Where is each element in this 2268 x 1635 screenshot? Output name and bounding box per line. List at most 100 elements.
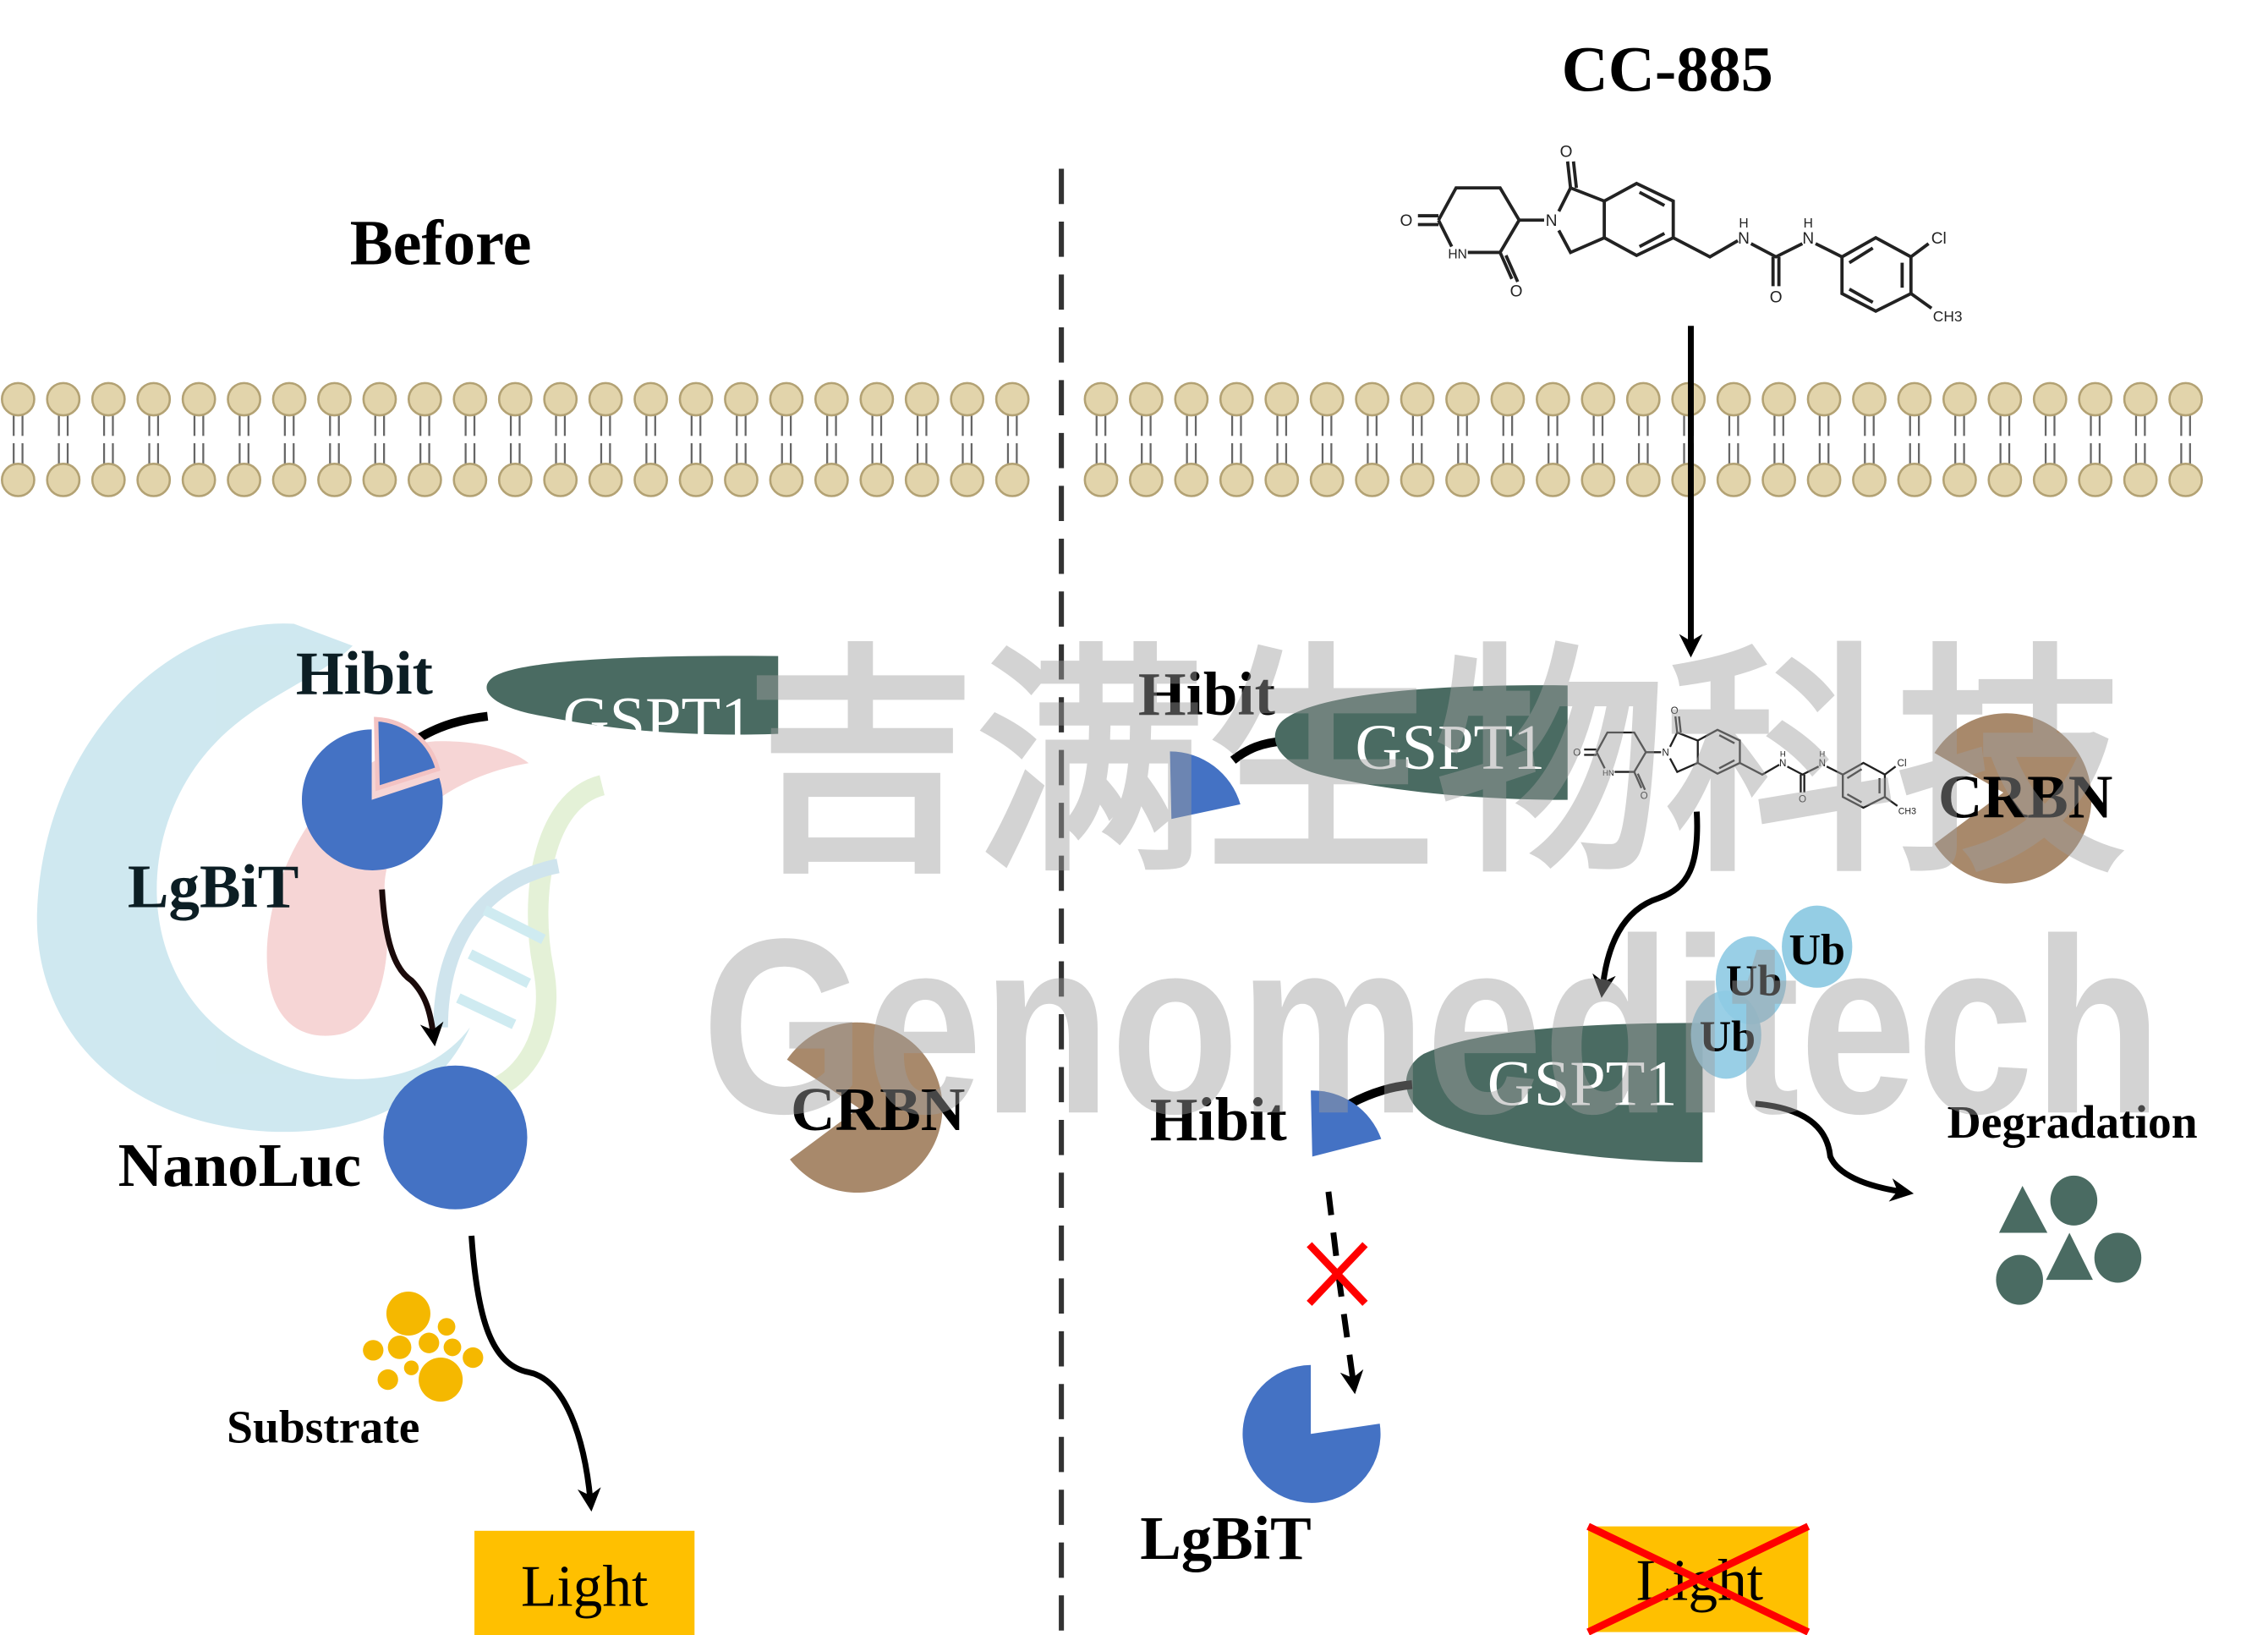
cell-membrane xyxy=(1,381,2203,497)
atom-label: N xyxy=(1546,212,1558,230)
activation-arrow xyxy=(379,889,444,1047)
watermark-text: 吉满生物科技 Genomeditech xyxy=(702,629,2162,1166)
ubiquitination-arrow xyxy=(1592,811,1701,998)
lipid-head xyxy=(1129,381,1164,417)
lipid-head xyxy=(1264,381,1300,417)
gspt1-label-right-top: GSPT1 xyxy=(1356,711,1546,783)
lipid-head xyxy=(724,381,759,417)
watermark-chinese: 吉满生物科技 xyxy=(746,629,2125,900)
cc885-title: CC-885 xyxy=(1562,34,1773,106)
substrate-icon xyxy=(363,1291,484,1402)
lipid-head xyxy=(317,463,352,497)
lipid-head xyxy=(1942,381,1977,417)
light-label-left: Light xyxy=(521,1554,648,1619)
lipid-head xyxy=(950,463,985,497)
atom-label: HN xyxy=(1448,247,1467,261)
degraded-fragments-icon xyxy=(1996,1175,2142,1305)
lipid-head xyxy=(859,463,895,497)
ub-label: Ub xyxy=(1726,957,1783,1005)
lipid-head xyxy=(2078,381,2113,417)
atom-label: N xyxy=(1802,230,1814,248)
lipid-head xyxy=(1580,463,1616,497)
lipid-head xyxy=(452,463,488,497)
lipid-head xyxy=(1852,463,1887,497)
linker xyxy=(1348,1080,1413,1108)
lipid-head xyxy=(1264,463,1300,497)
linker xyxy=(416,711,489,743)
lipid-head xyxy=(1806,381,1842,417)
lipid-head xyxy=(407,463,442,497)
hibit-label-left: Hibit xyxy=(296,639,433,708)
lipid-head xyxy=(90,463,126,497)
substrate-label: Substrate xyxy=(227,1402,419,1454)
lipid-head xyxy=(227,381,261,417)
lipid-head xyxy=(1219,463,1254,497)
lipid-head xyxy=(678,381,714,417)
lipid-head xyxy=(633,381,668,417)
atom-label: Cl xyxy=(1931,230,1947,248)
lipid-head xyxy=(1897,381,1932,417)
lipid-head xyxy=(814,463,849,497)
degradation-label: Degradation xyxy=(1948,1097,2198,1149)
lipid-head xyxy=(2032,381,2068,417)
lipid-head xyxy=(904,463,940,497)
before-title: Before xyxy=(350,206,532,278)
lipid-head xyxy=(2168,463,2203,497)
lipid-head xyxy=(271,381,307,417)
lipid-head xyxy=(90,381,126,417)
lipid-head xyxy=(1445,381,1480,417)
crbn-protein-left xyxy=(786,1022,943,1193)
lipid-head xyxy=(407,381,442,417)
cc885-structure: O HN O N O H N O H N Cl CH3 xyxy=(1400,144,1962,325)
lipid-head xyxy=(1309,381,1345,417)
lipid-head xyxy=(994,463,1030,497)
lipid-head xyxy=(1942,463,1977,497)
lipid-head xyxy=(227,463,261,497)
lipid-head xyxy=(543,381,578,417)
lgbit-label-left: LgBiT xyxy=(128,852,299,920)
gspt1-label-left: GSPT1 xyxy=(563,683,753,755)
hibit-label-right-bottom: Hibit xyxy=(1150,1085,1287,1154)
lipid-head xyxy=(994,381,1030,417)
lipid-head xyxy=(46,381,81,417)
lipid-head xyxy=(2123,463,2158,497)
lipid-head xyxy=(181,463,216,497)
lipid-head xyxy=(1987,381,2023,417)
lipid-head xyxy=(950,381,985,417)
lipid-head xyxy=(1716,381,1751,417)
lipid-head xyxy=(497,463,533,497)
lipid-head xyxy=(2078,463,2113,497)
lipid-head xyxy=(1490,381,1526,417)
ub-label: Ub xyxy=(1700,1012,1756,1061)
lipid-head xyxy=(317,381,352,417)
lipid-head xyxy=(904,381,940,417)
atom-label: O xyxy=(1510,283,1523,301)
lipid-head xyxy=(2123,381,2158,417)
lipid-head xyxy=(1490,463,1526,497)
crbn-protein-right xyxy=(1934,713,2092,884)
lipid-head xyxy=(136,381,172,417)
lipid-head xyxy=(1355,463,1390,497)
gspt1-protein-right-top xyxy=(1274,685,1568,800)
lipid-head xyxy=(588,381,623,417)
lipid-head xyxy=(1,463,36,497)
atom-label: O xyxy=(1560,144,1573,162)
lipid-head xyxy=(1761,381,1797,417)
degradation-arrow xyxy=(1755,1100,1915,1202)
lipid-head xyxy=(543,463,578,497)
gspt1-protein-right-bottom xyxy=(1405,1023,1703,1163)
atom-label: H xyxy=(1804,217,1813,231)
light-box-crossed: Light xyxy=(1586,1523,1811,1635)
lipid-head xyxy=(1536,463,1570,497)
lipid-head xyxy=(814,381,849,417)
lipid-head xyxy=(588,463,623,497)
hibit-tag-top xyxy=(1170,751,1241,820)
lipid-head xyxy=(1174,463,1209,497)
lipid-head xyxy=(1309,463,1345,497)
lipid-head xyxy=(2032,463,2068,497)
gspt1-label-right-bottom: GSPT1 xyxy=(1487,1048,1678,1120)
lipid-head xyxy=(2168,381,2203,417)
lipid-head xyxy=(497,381,533,417)
lipid-head xyxy=(181,381,216,417)
